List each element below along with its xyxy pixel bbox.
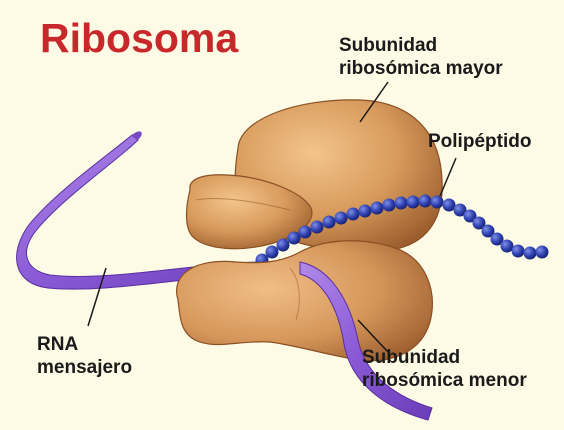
page-title: Ribosoma [40,14,238,62]
label-mrna-line2: mensajero [37,356,132,379]
label-mrna-line1: RNA [37,333,132,356]
label-small-subunit-line1: Subunidad [362,346,527,369]
small-subunit-shape [177,241,433,361]
label-polypeptide: Polipéptido [428,130,531,153]
label-mrna: RNA mensajero [37,333,132,379]
label-large-subunit: Subunidad ribosómica mayor [339,34,503,80]
label-large-subunit-line1: Subunidad [339,34,503,57]
label-large-subunit-line2: ribosómica mayor [339,57,503,80]
label-small-subunit: Subunidad ribosómica menor [362,346,527,392]
label-small-subunit-line2: ribosómica menor [362,369,527,392]
